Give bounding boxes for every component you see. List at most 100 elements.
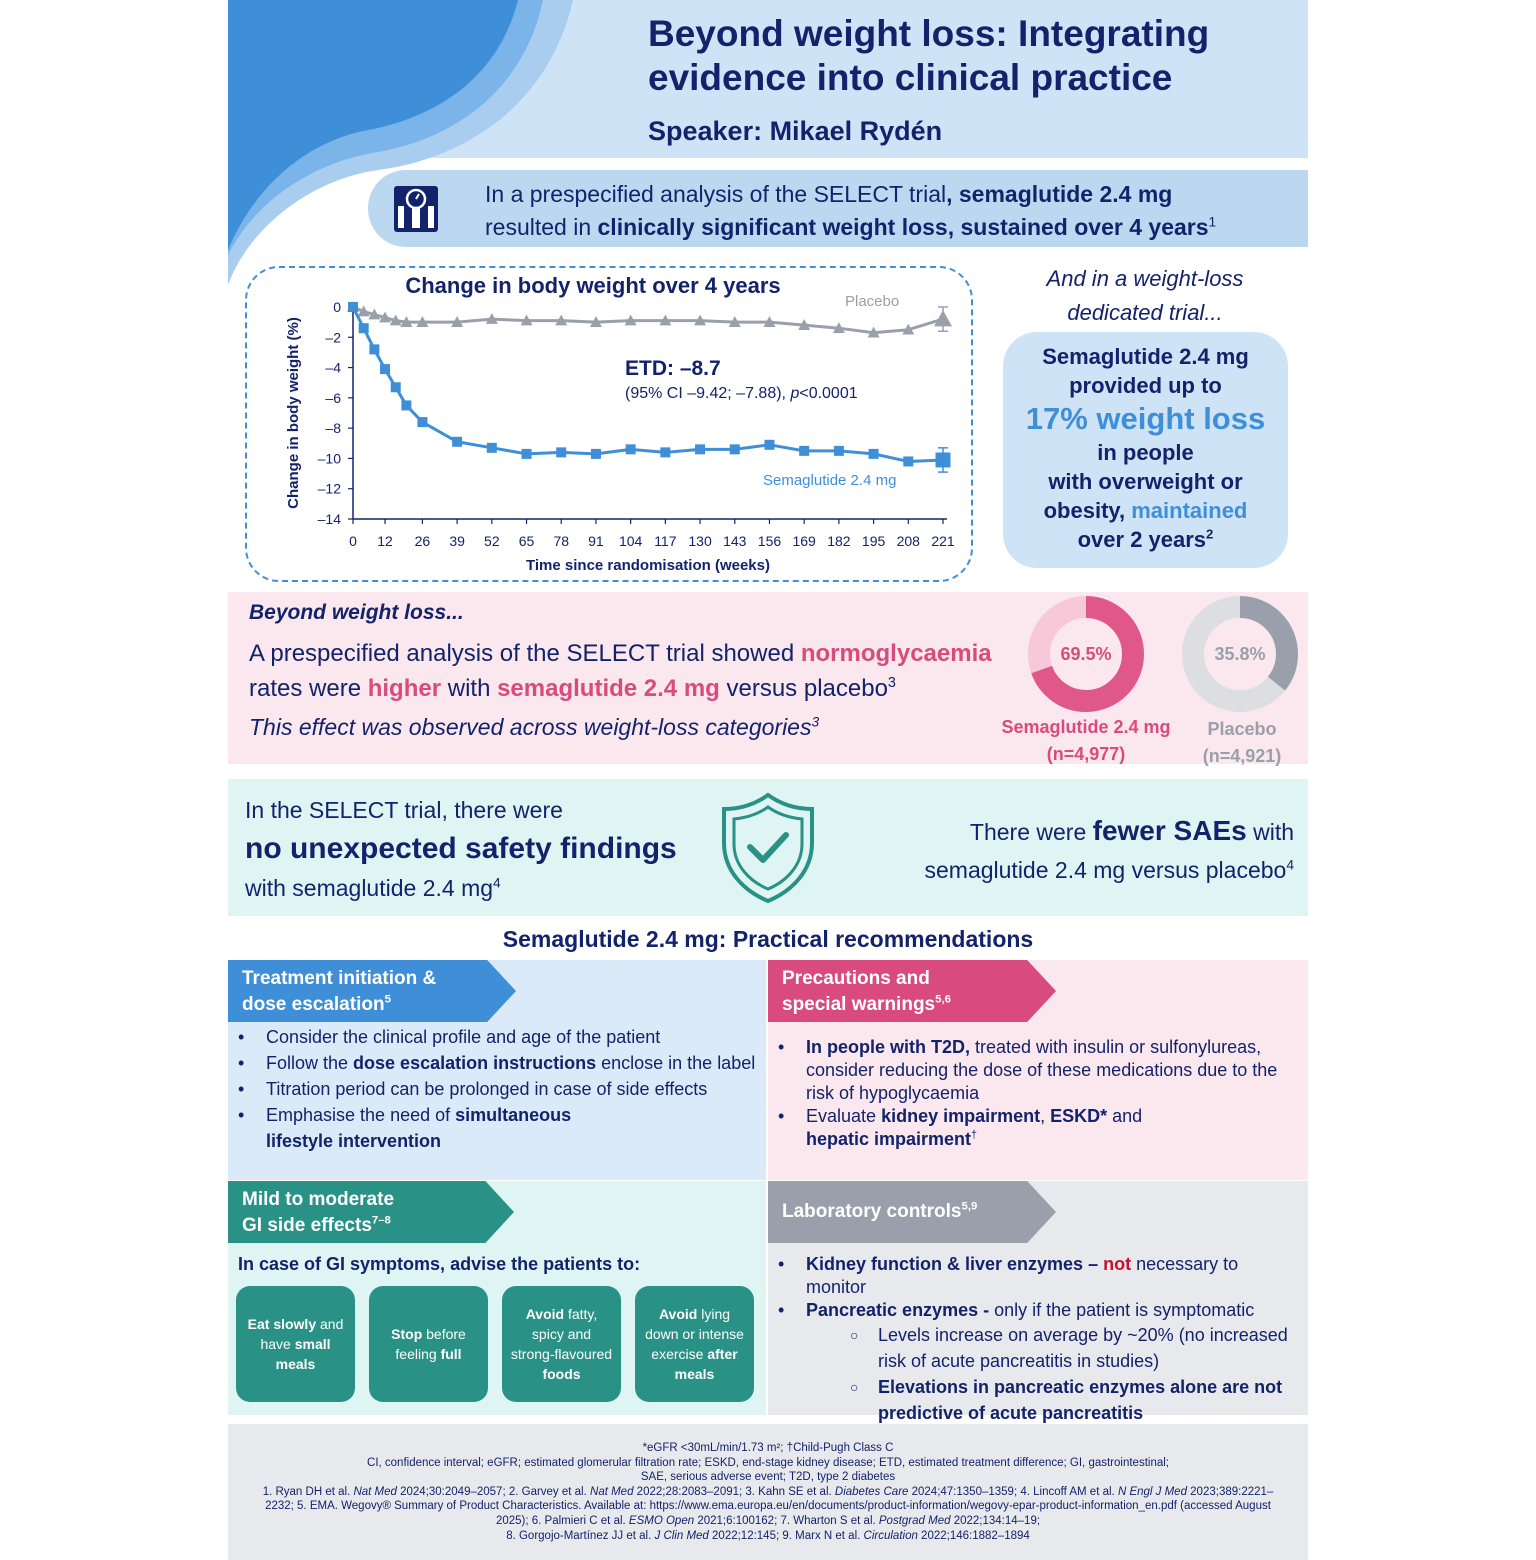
q2-bullet-2e: and (1107, 1106, 1143, 1126)
q4-bullet-2b: only if the patient is symptomatic (989, 1300, 1255, 1320)
semaglutide-point (660, 447, 671, 458)
y-tick-label: –6 (325, 390, 341, 406)
gi-card-3b: fatty, spicy and strong-flavoured (510, 1306, 613, 1362)
footer-abbreviations-1: CI, confidence interval; eGFR; estimated… (367, 1456, 1169, 1469)
callout-line-6: over 2 years (1077, 527, 1207, 552)
ref-6-journal: ESMO Open (628, 1514, 695, 1527)
placebo-group-n: (n=4,921) (1202, 746, 1282, 766)
title-line-1: Beyond weight loss: Integrating (648, 13, 1210, 54)
semaglutide-point (417, 417, 428, 428)
normo-text-7: versus placebo (719, 675, 888, 702)
ref-3-tail: 2024;47:1350–1359; 4. Lincoff AM et al. (908, 1485, 1118, 1498)
chart-axes (348, 303, 947, 524)
x-tick-label: 26 (415, 533, 431, 549)
ref-9-journal: Circulation (863, 1529, 918, 1542)
tab3-ref: 7–8 (371, 1214, 391, 1227)
q2-bullet-2b: kidney impairment (881, 1106, 1041, 1126)
chart-frame (245, 266, 973, 582)
tab1-ref: 5 (384, 993, 391, 1006)
footer-footnotes: *eGFR <30mL/min/1.73 m²; †Child-Pugh Cla… (642, 1442, 894, 1454)
callout-ref: 2 (1206, 526, 1214, 542)
ref-1-journal: Nat Med (353, 1485, 397, 1498)
scale-icon (394, 186, 438, 232)
semaglutide-point (401, 400, 412, 411)
semaglutide-point (521, 448, 532, 459)
placebo-point (694, 314, 707, 326)
intro-text: In a prespecified analysis of the SELECT… (485, 178, 1300, 244)
gi-advice-card: Stop before feeling full (369, 1286, 488, 1402)
placebo-point (451, 316, 464, 327)
list-item: In people with T2D, treated with insulin… (778, 1036, 1298, 1105)
normo-text-1: A prespecified analysis of the SELECT tr… (249, 640, 801, 667)
gi-side-effects-panel: Mild to moderate GI side effects7–8 In c… (228, 1181, 766, 1415)
list-item: Evaluate kidney impairment, ESKD* and he… (778, 1105, 1298, 1151)
x-tick-label: 39 (449, 533, 465, 549)
sae-text-1: There were (969, 819, 1093, 845)
sae-text-3: with (1246, 819, 1294, 845)
intro-text-1: In a prespecified analysis of the SELECT… (485, 181, 947, 207)
x-axis-label: Time since randomisation (weeks) (526, 557, 770, 574)
placebo-group-name: Placebo (1207, 719, 1277, 739)
q2-bullet-1b: treated with insulin or sulfonylureas, c… (806, 1037, 1278, 1103)
y-axis-label: Change in body weight (%) (285, 317, 302, 509)
list-item: Kidney function & liver enzymes – not ne… (778, 1253, 1303, 1299)
placebo-point (368, 308, 381, 320)
precautions-panel: Precautions and special warnings5,6 In p… (768, 960, 1308, 1180)
pancreatic-sublist: Levels increase on average by ~20% (no i… (806, 1322, 1303, 1426)
page-title: Beyond weight loss: Integrating evidence… (648, 12, 1298, 100)
list-item: Titration period can be prolonged in cas… (238, 1076, 758, 1102)
safety-ref: 4 (493, 875, 501, 891)
ci-annotation: (95% CI –9.42; –7.88), p<0.0001 (625, 385, 858, 402)
x-tick-label: 195 (862, 533, 886, 549)
semaglutide-point (452, 436, 463, 447)
placebo-point (763, 316, 776, 327)
gi-advice-card: Eat slowly and have small meals (236, 1286, 355, 1402)
semaglutide-point (556, 447, 567, 458)
tab1-line-1: Treatment initiation & (242, 968, 437, 989)
x-tick-label: 208 (897, 533, 921, 549)
gi-card-2a: Stop (391, 1326, 423, 1342)
laboratory-controls-panel: Laboratory controls5,9 Kidney function &… (768, 1181, 1308, 1423)
normo-note: This effect was observed across weight-l… (249, 714, 1029, 741)
etd-annotation: ETD: –8.7 (625, 357, 721, 380)
semaglutide-point (380, 364, 391, 375)
normo-text-5: with (441, 675, 498, 702)
semaglutide-point (390, 382, 401, 393)
x-tick-label: 0 (349, 533, 357, 549)
normo-text-6: semaglutide 2.4 mg (497, 675, 720, 702)
semaglutide-point (695, 444, 706, 455)
intro-text-3: resulted in (485, 214, 598, 240)
semaglutide-point (590, 448, 601, 459)
laboratory-controls-list: Kidney function & liver enzymes – not ne… (778, 1253, 1303, 1426)
list-item: Emphasise the need of simultaneous lifes… (238, 1102, 758, 1154)
callout-line-3: in people (1097, 440, 1194, 465)
list-item: Levels increase on average by ~20% (no i… (806, 1322, 1303, 1374)
q4-bullet-1a: Kidney function & liver enzymes – (806, 1254, 1104, 1274)
safety-line-3: with semaglutide 2.4 mg (245, 875, 494, 901)
gi-side-effects-tab: Mild to moderate GI side effects7–8 (228, 1181, 514, 1243)
intro-text-4: clinically significant weight loss, sust… (597, 214, 1209, 240)
q2-bullet-2-ref: † (971, 1129, 978, 1141)
wave-decoration (228, 0, 573, 285)
tab4-line-1: Laboratory controls (782, 1201, 962, 1222)
q2-bullet-2f: hepatic impairment (806, 1129, 972, 1149)
intro-band (368, 170, 1308, 247)
normo-text-2: normoglycaemia (800, 640, 992, 667)
footer: *eGFR <30mL/min/1.73 m²; †Child-Pugh Cla… (228, 1424, 1308, 1560)
chart-series (347, 301, 952, 473)
semaglutide-point (729, 444, 740, 455)
y-tick-label: –14 (318, 511, 342, 527)
semaglutide-pct: 69.5% (1060, 644, 1111, 664)
x-tick-label: 65 (519, 533, 535, 549)
q2-bullet-1a: In people with T2D, (806, 1037, 971, 1057)
tab3-line-2: GI side effects (242, 1215, 372, 1236)
y-tick-label: –8 (325, 420, 341, 436)
trial-note-line-2: dedicated trial... (1067, 300, 1223, 325)
semaglutide-group-n: (n=4,977) (1046, 744, 1126, 764)
ref-7-tail: 2022;134:14–19; (950, 1514, 1041, 1527)
callout-line-4: with overweight or (1048, 469, 1243, 494)
normo-ref: 3 (887, 675, 896, 691)
placebo-point (589, 316, 602, 327)
ref-7-journal: Postgrad Med (878, 1514, 951, 1527)
